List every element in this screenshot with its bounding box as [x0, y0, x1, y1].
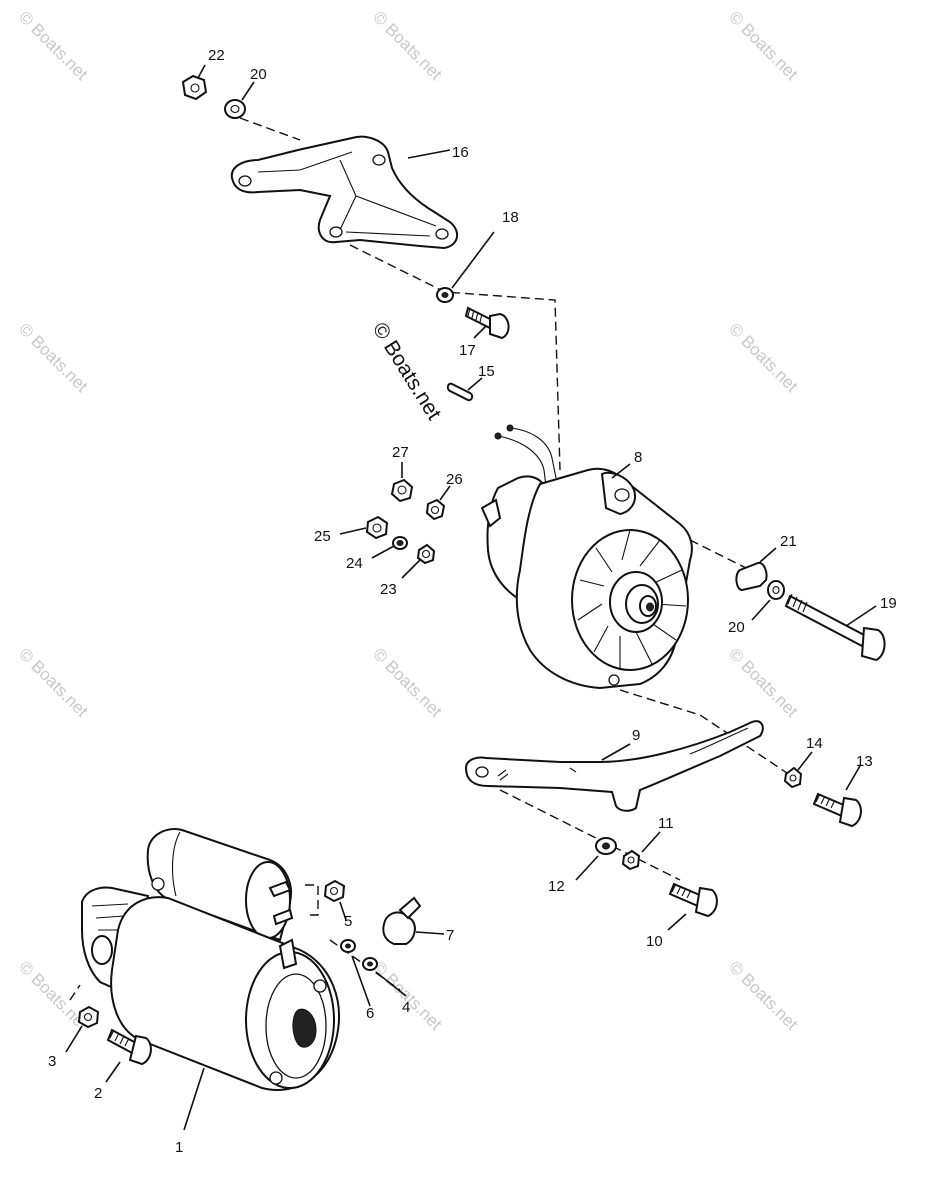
- washer-12: [595, 837, 617, 855]
- watermark-tile: © Boats.net: [15, 7, 92, 84]
- label-13: 13: [856, 753, 873, 770]
- nut-23: [416, 543, 436, 565]
- label-12: 12: [548, 878, 565, 895]
- label-7: 7: [446, 927, 454, 944]
- label-15: 15: [478, 363, 495, 380]
- lockwasher-11: [621, 849, 641, 871]
- label-5: 5: [344, 913, 352, 930]
- label-8: 8: [634, 449, 642, 466]
- label-2: 2: [94, 1085, 102, 1102]
- label-1: 1: [175, 1139, 183, 1156]
- boot-7: [382, 896, 422, 945]
- watermark-center: © Boats.net: [368, 318, 446, 424]
- label-22: 22: [208, 47, 225, 64]
- label-17: 17: [459, 342, 476, 359]
- alternator-8: [480, 424, 693, 690]
- label-14: 14: [806, 735, 823, 752]
- bolt-10: [668, 882, 718, 918]
- spacer-21: [735, 561, 768, 592]
- label-6: 6: [366, 1005, 374, 1022]
- label-18: 18: [502, 209, 519, 226]
- nut-26: [425, 498, 446, 521]
- label-9: 9: [632, 727, 640, 744]
- label-4: 4: [402, 999, 410, 1016]
- label-3: 3: [48, 1053, 56, 1070]
- nut-3: [77, 1005, 100, 1029]
- watermark-tile: © Boats.net: [725, 319, 802, 396]
- label-23: 23: [380, 581, 397, 598]
- starter-motor-1: [81, 828, 340, 1091]
- watermark-tiles: © Boats.net © Boats.net © Boats.net © Bo…: [15, 7, 802, 1034]
- nut-22: [181, 74, 208, 101]
- label-25: 25: [314, 528, 331, 545]
- bolt-2: [106, 1028, 152, 1066]
- label-11: 11: [658, 815, 674, 832]
- washer-6: [340, 939, 356, 953]
- bolt-19: [784, 593, 886, 662]
- label-21: 21: [780, 533, 797, 550]
- part-numbers: 22 20 16 18 17 15 8 27 26 25 24 23 21 20…: [48, 47, 897, 1156]
- watermark-tile: © Boats.net: [15, 319, 92, 396]
- label-10: 10: [646, 933, 663, 950]
- nut-24: [392, 536, 408, 550]
- label-20-right: 20: [728, 619, 745, 636]
- label-26: 26: [446, 471, 463, 488]
- brace-9: [464, 720, 764, 812]
- washer-4: [362, 957, 378, 971]
- watermark-tile: © Boats.net: [15, 644, 92, 721]
- nut-5: [323, 879, 346, 903]
- pin-15: [446, 382, 474, 402]
- watermark-tile: © Boats.net: [369, 644, 446, 721]
- label-19: 19: [880, 595, 897, 612]
- label-20-top: 20: [250, 66, 267, 83]
- label-27: 27: [392, 444, 409, 461]
- watermark-tile: © Boats.net: [725, 957, 802, 1034]
- bolt-13: [812, 792, 862, 828]
- washer-20-top: [224, 99, 246, 119]
- bolt-17: [464, 306, 510, 340]
- watermark-tile: © Boats.net: [725, 7, 802, 84]
- watermark-tile: © Boats.net: [369, 957, 446, 1034]
- watermark-tile: © Boats.net: [725, 644, 802, 721]
- washer-20-right: [767, 580, 785, 600]
- label-16: 16: [452, 144, 469, 161]
- watermark-tile: © Boats.net: [369, 7, 446, 84]
- leader-lines: [65, 64, 877, 1131]
- washer-14: [783, 766, 803, 789]
- label-24: 24: [346, 555, 363, 572]
- washer-18: [436, 287, 454, 303]
- nut-25: [365, 515, 389, 540]
- bracket-16: [230, 135, 459, 250]
- nut-27: [390, 478, 414, 503]
